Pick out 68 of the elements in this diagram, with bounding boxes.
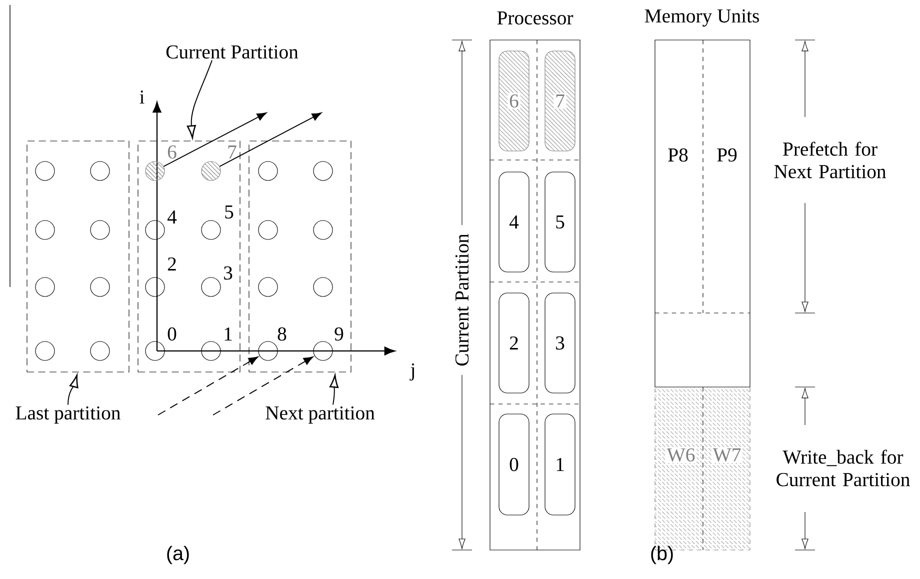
buffer-label: W6 bbox=[665, 446, 697, 464]
grid-point bbox=[35, 341, 55, 361]
axis-label: i bbox=[140, 90, 144, 104]
partition-box bbox=[26, 140, 130, 372]
grid-point bbox=[201, 277, 221, 297]
axis-label: j bbox=[410, 363, 414, 381]
grid-point bbox=[90, 341, 110, 361]
callout-text: Next partition bbox=[266, 406, 375, 424]
grid-point bbox=[35, 161, 55, 181]
grid-point bbox=[201, 341, 221, 361]
point-number: 6 bbox=[168, 145, 176, 159]
grid-point bbox=[258, 341, 278, 361]
grid-point bbox=[313, 161, 333, 181]
leader-line bbox=[68, 374, 78, 406]
grid-point bbox=[145, 161, 165, 181]
arrow bbox=[163, 112, 267, 167]
point-number: 1 bbox=[224, 327, 232, 340]
partition-box bbox=[248, 140, 352, 372]
processing-element: 6 bbox=[498, 50, 530, 152]
processing-element: 0 bbox=[498, 414, 530, 516]
processing-element: 4 bbox=[498, 172, 530, 272]
grid-point bbox=[90, 161, 110, 181]
grid-point bbox=[35, 220, 55, 240]
dimension-label: Write_back for Current Partition bbox=[776, 450, 910, 486]
grid-point bbox=[313, 341, 333, 361]
grid-point bbox=[201, 220, 221, 240]
column-heading: Processor bbox=[497, 11, 574, 25]
grid-point bbox=[90, 277, 110, 297]
arrow bbox=[212, 356, 314, 416]
point-number: 2 bbox=[168, 257, 176, 270]
grid-point bbox=[313, 220, 333, 240]
processing-element: 2 bbox=[498, 292, 530, 394]
point-number: 5 bbox=[225, 205, 234, 219]
processing-element: 1 bbox=[544, 414, 576, 516]
subfigure-caption: (b) bbox=[651, 546, 673, 564]
buffer-label: W7 bbox=[711, 447, 743, 463]
dimension-label: Prefetch for Next Partition bbox=[774, 142, 886, 178]
subfigure-caption: (a) bbox=[167, 546, 189, 564]
processing-element: 5 bbox=[544, 172, 576, 272]
point-number: 4 bbox=[167, 210, 177, 224]
point-number: 3 bbox=[224, 266, 232, 280]
grid-point bbox=[145, 220, 165, 240]
grid-point bbox=[258, 220, 278, 240]
processing-element: 7 bbox=[544, 50, 576, 152]
grid-point bbox=[145, 341, 165, 361]
arrow bbox=[219, 112, 322, 167]
buffer-label: P9 bbox=[717, 148, 737, 162]
buffer-label: P8 bbox=[668, 148, 688, 162]
column-heading: Memory Units bbox=[644, 9, 759, 27]
arrow bbox=[158, 356, 258, 416]
callout-text: Current Partition bbox=[166, 45, 298, 59]
point-number: 7 bbox=[228, 146, 236, 158]
leader-line bbox=[186, 60, 212, 138]
point-number: 0 bbox=[168, 327, 176, 341]
grid-point bbox=[258, 277, 278, 297]
point-number: 9 bbox=[334, 327, 344, 341]
leader-line bbox=[329, 374, 339, 406]
grid-point bbox=[35, 277, 55, 297]
grid-point bbox=[258, 161, 278, 181]
grid-point bbox=[90, 220, 110, 240]
grid-point bbox=[145, 277, 165, 297]
grid-point bbox=[201, 161, 221, 181]
point-number: 8 bbox=[278, 327, 286, 341]
partition-box bbox=[138, 140, 240, 372]
dimension-label: Current Partition bbox=[455, 234, 469, 366]
processing-element: 3 bbox=[544, 292, 576, 394]
grid-point bbox=[313, 277, 333, 297]
callout-text: Last partition bbox=[16, 406, 120, 424]
